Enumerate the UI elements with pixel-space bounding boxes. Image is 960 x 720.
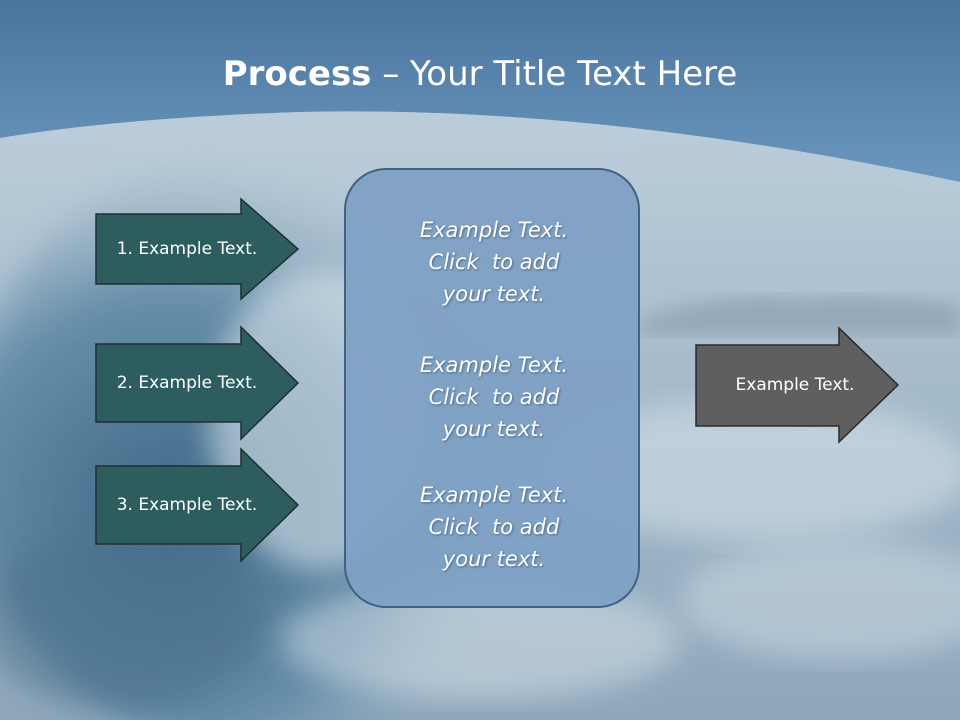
- center-block-3-line-1: Example Text.: [419, 483, 569, 507]
- center-block-1: Example Text. Click to add your text.: [346, 214, 642, 310]
- arrow-shape-icon: [95, 447, 300, 563]
- center-block-2-line-2: Click to add: [428, 385, 560, 409]
- center-block-1-line-3: your text.: [442, 282, 546, 306]
- right-arrow-label: Example Text.: [735, 375, 855, 395]
- arrow-shape-icon: [95, 325, 300, 441]
- center-block-2-line-3: your text.: [442, 417, 546, 441]
- left-arrow-2-label: 2. Example Text.: [116, 373, 258, 393]
- center-block-2-line-1: Example Text.: [419, 353, 569, 377]
- center-block-1-line-1: Example Text.: [419, 218, 569, 242]
- center-block-2: Example Text. Click to add your text.: [346, 349, 642, 445]
- center-block-1-line-2: Click to add: [428, 250, 560, 274]
- left-arrow-1-label: 1. Example Text.: [116, 239, 258, 259]
- right-arrow[interactable]: Example Text.: [695, 326, 900, 444]
- left-arrow-1[interactable]: 1. Example Text.: [95, 197, 300, 301]
- left-arrow-3-label: 3. Example Text.: [116, 495, 258, 515]
- center-block-3-line-2: Click to add: [428, 515, 560, 539]
- title-rest-part: – Your Title Text Here: [371, 54, 738, 94]
- center-text-box[interactable]: Example Text. Click to add your text. Ex…: [344, 168, 640, 608]
- arrow-shape-icon: [695, 326, 900, 444]
- center-block-3-line-3: your text.: [442, 547, 546, 571]
- arrow-shape-icon: [95, 197, 300, 301]
- left-arrow-2[interactable]: 2. Example Text.: [95, 325, 300, 441]
- center-block-3: Example Text. Click to add your text.: [346, 479, 642, 575]
- left-arrow-3[interactable]: 3. Example Text.: [95, 447, 300, 563]
- title-bold-part: Process: [222, 54, 372, 94]
- slide-title: Process – Your Title Text Here: [0, 52, 960, 96]
